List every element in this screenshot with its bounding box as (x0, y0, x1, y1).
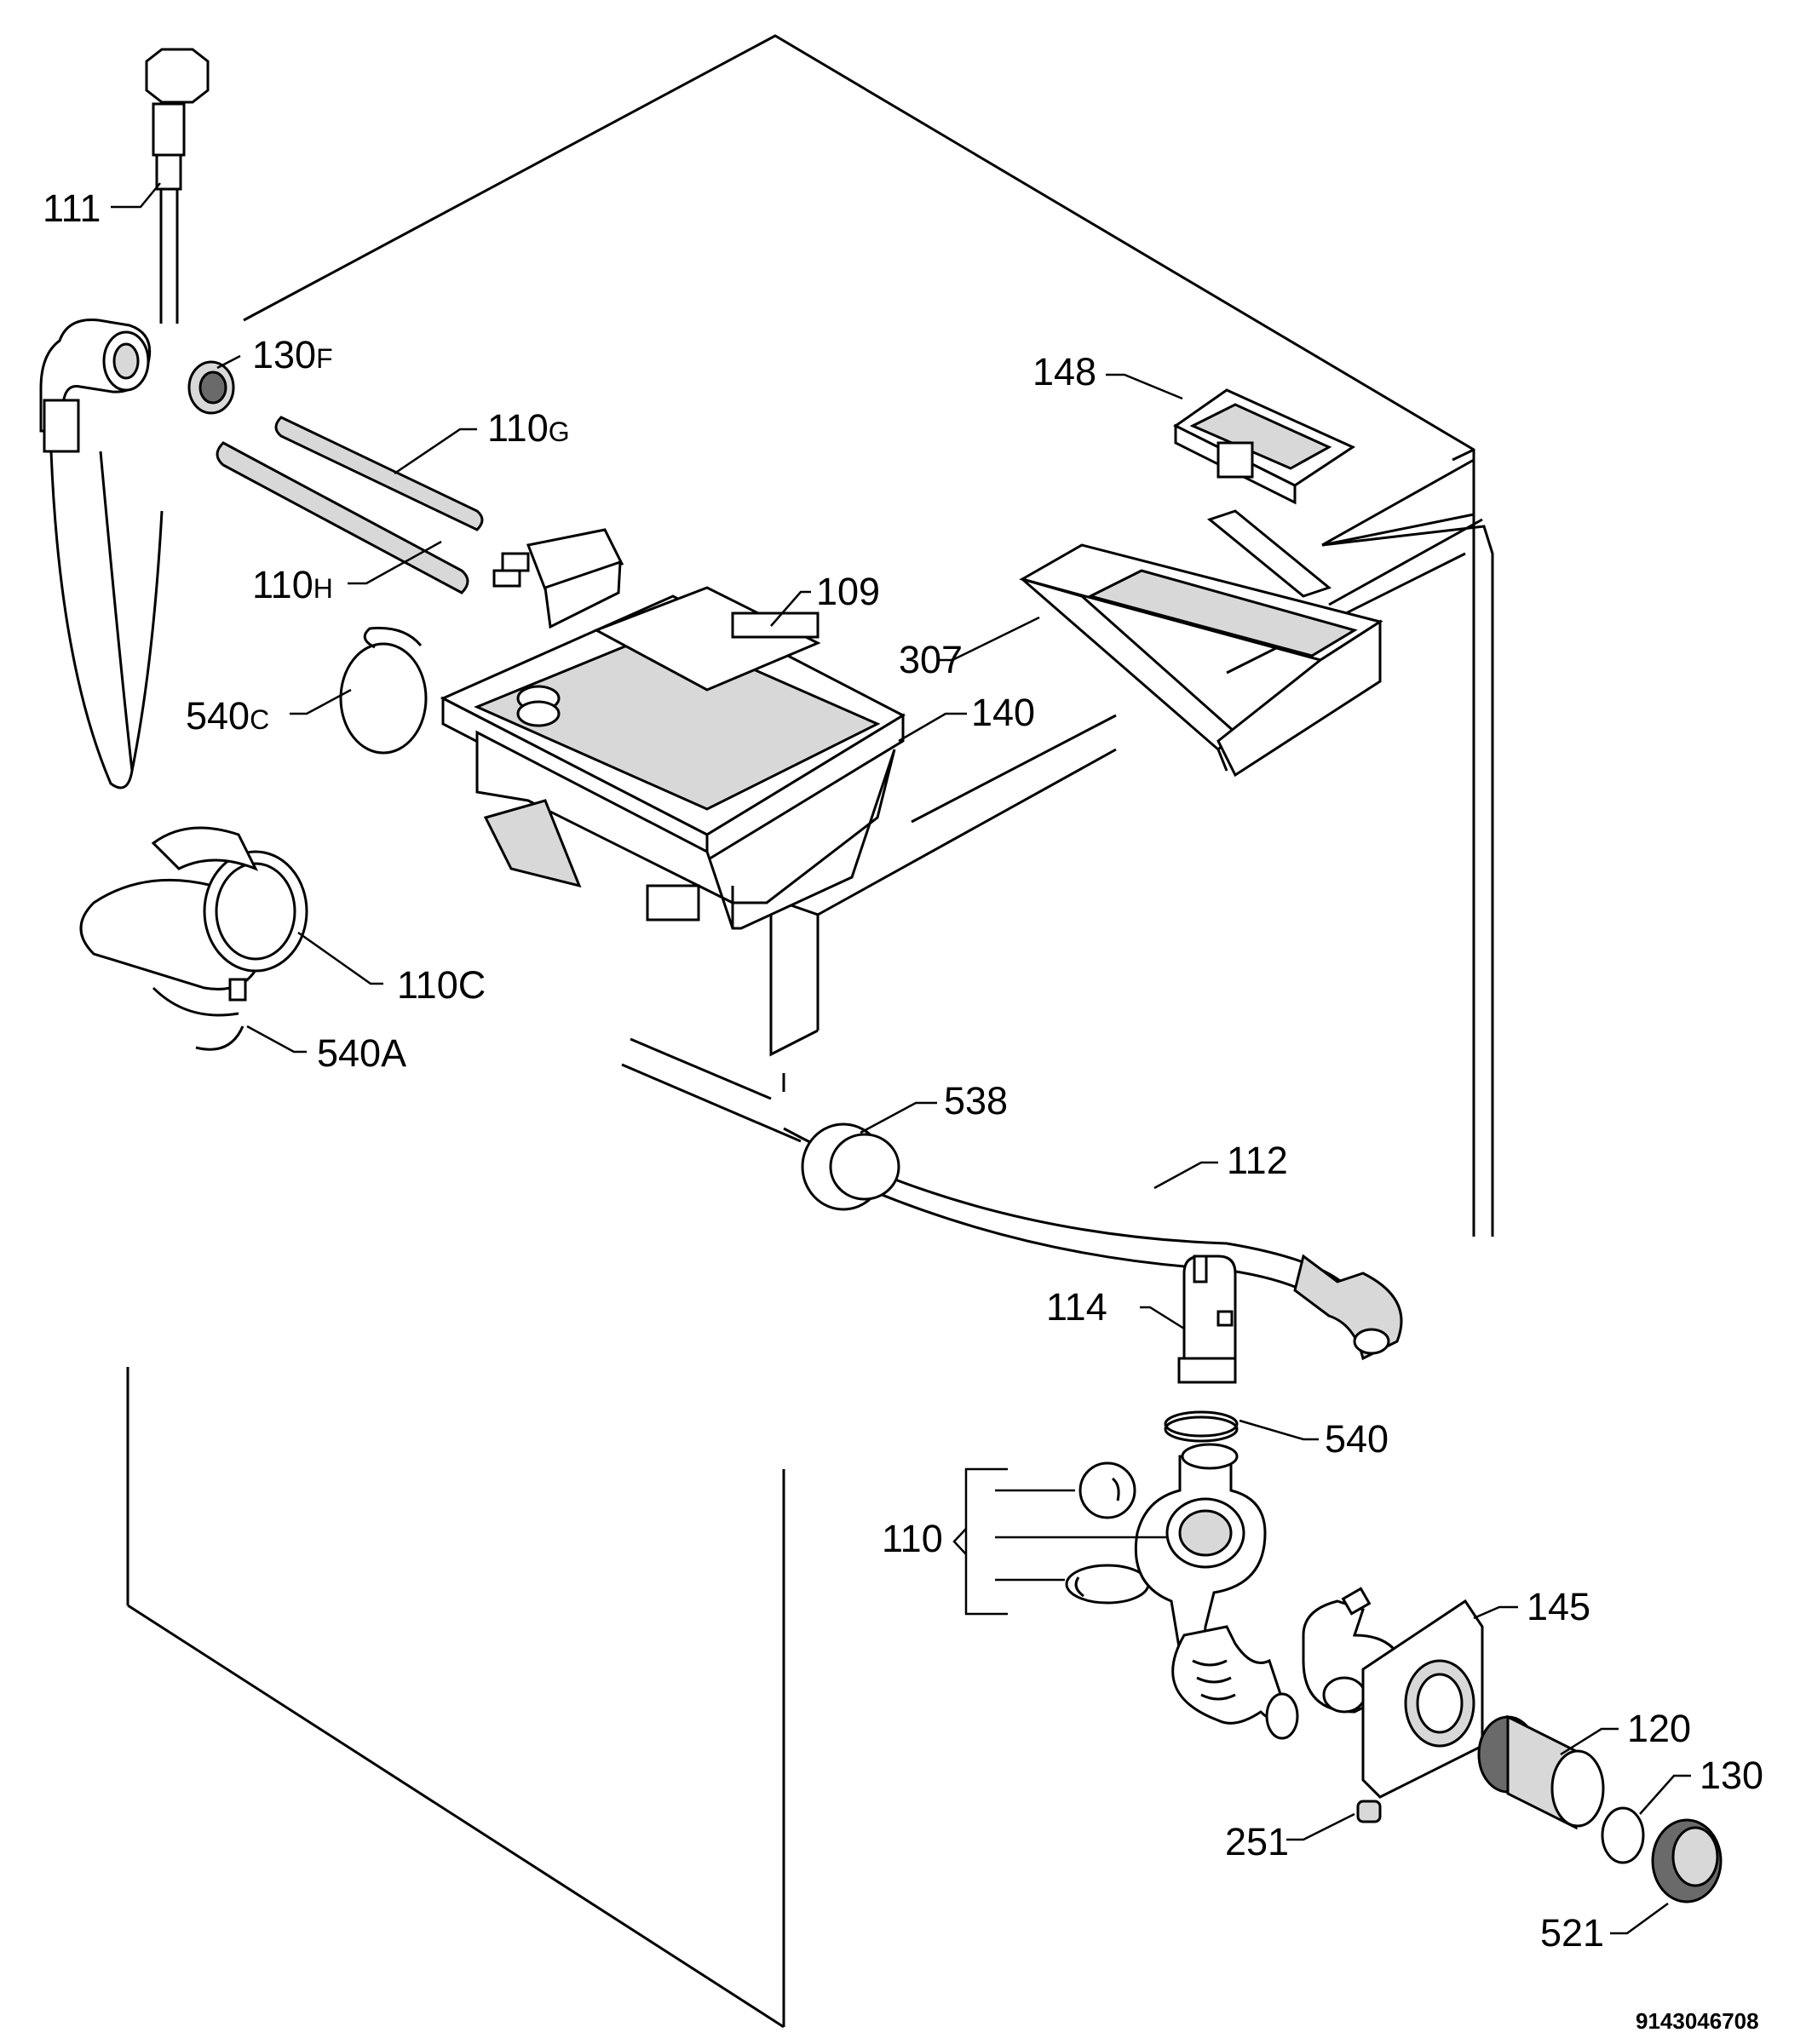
callout-110g: 110G (487, 406, 570, 450)
callout-540a: 540A (317, 1031, 406, 1075)
callout-145: 145 (1527, 1585, 1590, 1628)
callout-307: 307 (899, 638, 963, 681)
callout-109: 109 (816, 570, 880, 613)
callout-112: 112 (1227, 1139, 1288, 1182)
callout-110c: 110C (397, 963, 486, 1007)
leader-lines (111, 182, 1691, 1935)
callout-130: 130 (1700, 1754, 1763, 1797)
parts-group-110 (1065, 1443, 1299, 1740)
callout-111: 111 (43, 187, 101, 230)
callout-130f: 130F (252, 333, 333, 376)
dispenser-housing-140 (440, 586, 906, 930)
drain-hose-112 (783, 1122, 1403, 1361)
small-parts (1356, 1714, 1723, 1903)
drawer-307 (1019, 509, 1383, 778)
callout-540: 540 (1325, 1417, 1389, 1461)
inlet-hose-111 (39, 48, 210, 789)
callout-521: 521 (1540, 1911, 1604, 1955)
callout-120: 120 (1627, 1707, 1691, 1750)
callout-114: 114 (1046, 1285, 1107, 1329)
seal-130f (187, 360, 235, 415)
pump-housing-145 (1302, 1587, 1484, 1799)
callout-140: 140 (971, 691, 1035, 734)
air-chamber-114 (1177, 1255, 1237, 1384)
hoses-110g-110h (216, 416, 484, 594)
callout-538: 538 (944, 1079, 1008, 1122)
clamp-540 (1164, 1410, 1239, 1443)
bellows-110c (79, 826, 308, 1051)
callout-labels: 111 130F 110G 110H 109 148 307 140 540C … (43, 187, 1763, 2034)
callout-540c: 540C (186, 694, 269, 738)
callout-110h: 110H (252, 563, 333, 606)
clamp-540c (339, 626, 428, 755)
callout-251: 251 (1225, 1820, 1289, 1863)
callout-148: 148 (1032, 350, 1096, 393)
valve-bracket (492, 528, 624, 629)
callout-110: 110 (882, 1517, 943, 1560)
drawing-number: 9143046708 (1636, 2008, 1759, 2034)
part-148 (1173, 388, 1356, 505)
